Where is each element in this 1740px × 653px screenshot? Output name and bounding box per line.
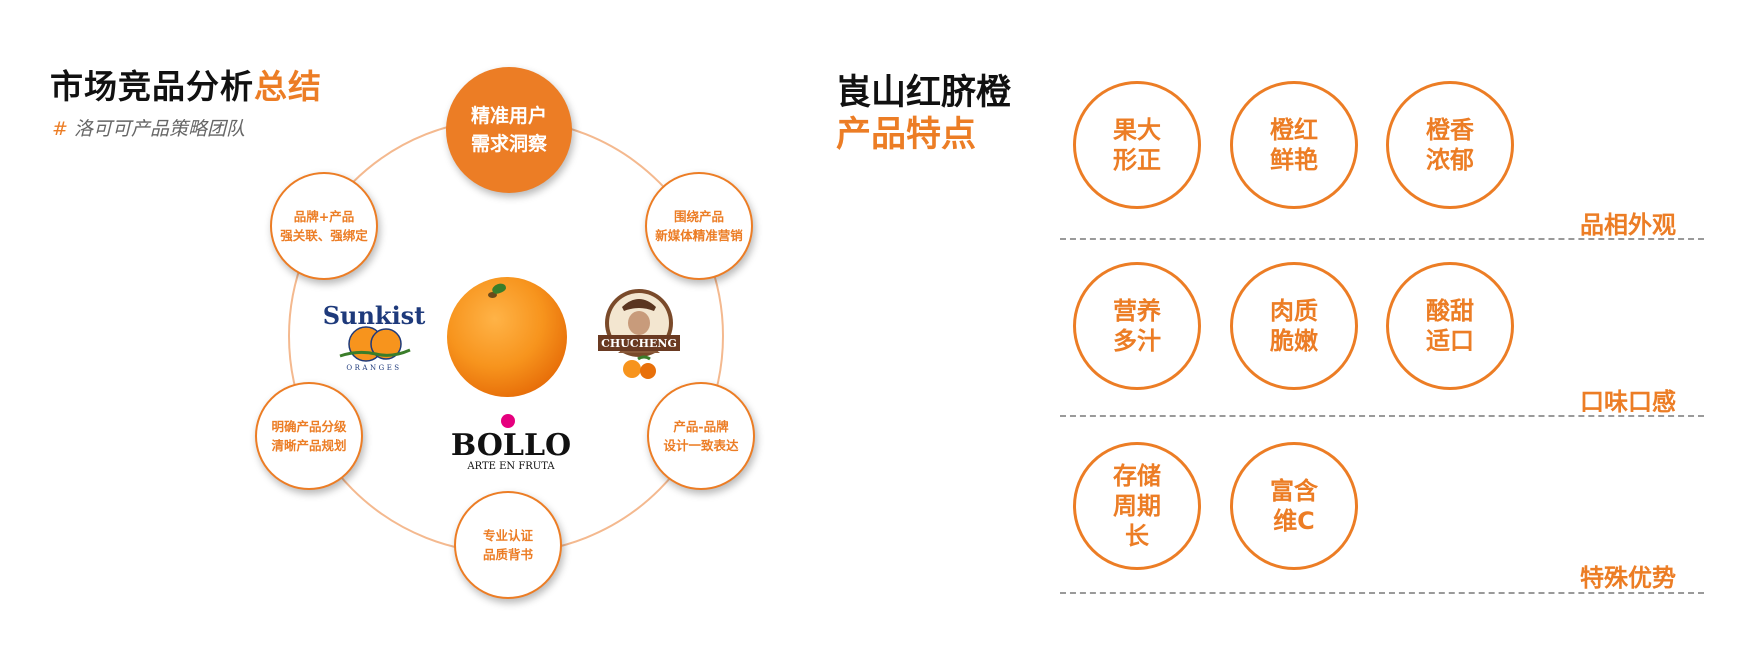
node-line2: 清晰产品规划 (271, 438, 347, 453)
node-design-consistency: 产品-品牌 设计一致表达 (647, 382, 755, 490)
category-label-appearance: 品相外观 (1580, 211, 1676, 239)
feature-line1: 橙香 (1426, 116, 1474, 144)
page-title-accent: 总结 (254, 67, 322, 106)
chucheng-orange-1 (623, 360, 641, 378)
node-line2: 强关联、强绑定 (280, 228, 368, 243)
feature-line1: 酸甜 (1426, 297, 1474, 325)
feature-circle: 果大 形正 (1073, 81, 1201, 209)
chucheng-leaf (637, 355, 651, 361)
center-insight-node: 精准用户 需求洞察 (446, 67, 572, 193)
feature-line2: 形正 (1113, 146, 1161, 174)
node-certification: 专业认证 品质背书 (454, 491, 562, 599)
product-name: 崀山红脐橙 (836, 73, 1012, 113)
node-line2: 设计一致表达 (663, 438, 739, 453)
sunkist-logo: Sunkist ORANGES (323, 301, 426, 372)
feature-line1: 富含 (1270, 477, 1318, 505)
chucheng-banner (598, 335, 680, 351)
node-line1: 品牌+产品 (293, 209, 355, 224)
node-line2: 新媒体精准营销 (655, 228, 743, 243)
feature-line2: 周期 (1113, 492, 1161, 520)
feature-line2: 维C (1273, 507, 1315, 535)
category-label-advantage: 特殊优势 (1580, 564, 1676, 592)
bollo-logo: BOLLO ARTE EN FRUTA (451, 414, 571, 472)
feature-line1: 果大 (1113, 116, 1161, 144)
sunkist-wordmark: Sunkist (323, 301, 426, 330)
page-title-main: 市场竞品分析 (50, 67, 254, 106)
page-title: 市场竞品分析总结 (50, 60, 322, 108)
feature-line1: 营养 (1113, 297, 1161, 325)
feature-line1: 橙红 (1270, 116, 1318, 144)
product-title: 崀山红脐橙 产品特点 (836, 72, 1011, 156)
hash-mark: # (52, 118, 68, 140)
node-line1: 专业认证 (482, 528, 533, 543)
feature-circle: 橙红 鲜艳 (1230, 81, 1358, 209)
feature-line3: 长 (1125, 522, 1149, 550)
divider-2 (1060, 415, 1704, 417)
feature-line2: 脆嫩 (1270, 327, 1318, 355)
page-subtitle: # 洛可可产品策略团队 (52, 114, 245, 141)
sunkist-orange-right (370, 328, 402, 360)
feature-circle: 富含 维C (1230, 442, 1358, 570)
feature-line2: 浓郁 (1426, 146, 1474, 174)
feature-circle: 酸甜 适口 (1386, 262, 1514, 390)
feature-line1: 存储 (1113, 462, 1161, 490)
chucheng-logo: CHUCHENG (598, 289, 680, 379)
bollo-wordmark: BOLLO (451, 428, 571, 463)
feature-circle: 橙香 浓郁 (1386, 81, 1514, 209)
center-insight-line1: 精准用户 (470, 105, 547, 127)
chucheng-orange-2 (640, 363, 656, 379)
node-line2: 品质背书 (482, 547, 533, 562)
feature-line2: 鲜艳 (1270, 146, 1318, 174)
chucheng-hat (622, 299, 656, 311)
node-product-tiers: 明确产品分级 清晰产品规划 (255, 382, 363, 490)
sunkist-subtext: ORANGES (346, 364, 401, 372)
divider-1 (1060, 238, 1704, 240)
node-brand-product: 品牌+产品 强关联、强绑定 (270, 172, 378, 280)
center-insight-line2: 需求洞察 (470, 133, 547, 155)
sunkist-leaf-stroke (339, 348, 411, 358)
feature-line2: 多汁 (1113, 327, 1161, 355)
feature-circle: 营养 多汁 (1073, 262, 1201, 390)
chucheng-face (628, 311, 650, 335)
divider-3 (1060, 592, 1704, 594)
chucheng-wordmark: CHUCHENG (601, 337, 677, 350)
feature-circle: 肉质 脆嫩 (1230, 262, 1358, 390)
node-line1: 围绕产品 (673, 209, 724, 224)
node-media-marketing: 围绕产品 新媒体精准营销 (645, 172, 753, 280)
orange-stem (488, 292, 497, 298)
team-name: 洛可可产品策略团队 (67, 118, 245, 140)
feature-line2: 适口 (1426, 327, 1474, 355)
orange-image (447, 277, 567, 397)
bollo-subtext: ARTE EN FRUTA (466, 461, 555, 472)
feature-circle: 存储 周期 长 (1073, 442, 1201, 570)
node-line1: 明确产品分级 (271, 419, 347, 434)
bollo-dot (501, 414, 515, 428)
node-line1: 产品-品牌 (673, 419, 729, 434)
feature-line1: 肉质 (1270, 297, 1318, 325)
product-features-heading: 产品特点 (836, 115, 977, 155)
category-label-taste: 口味口感 (1580, 388, 1676, 416)
